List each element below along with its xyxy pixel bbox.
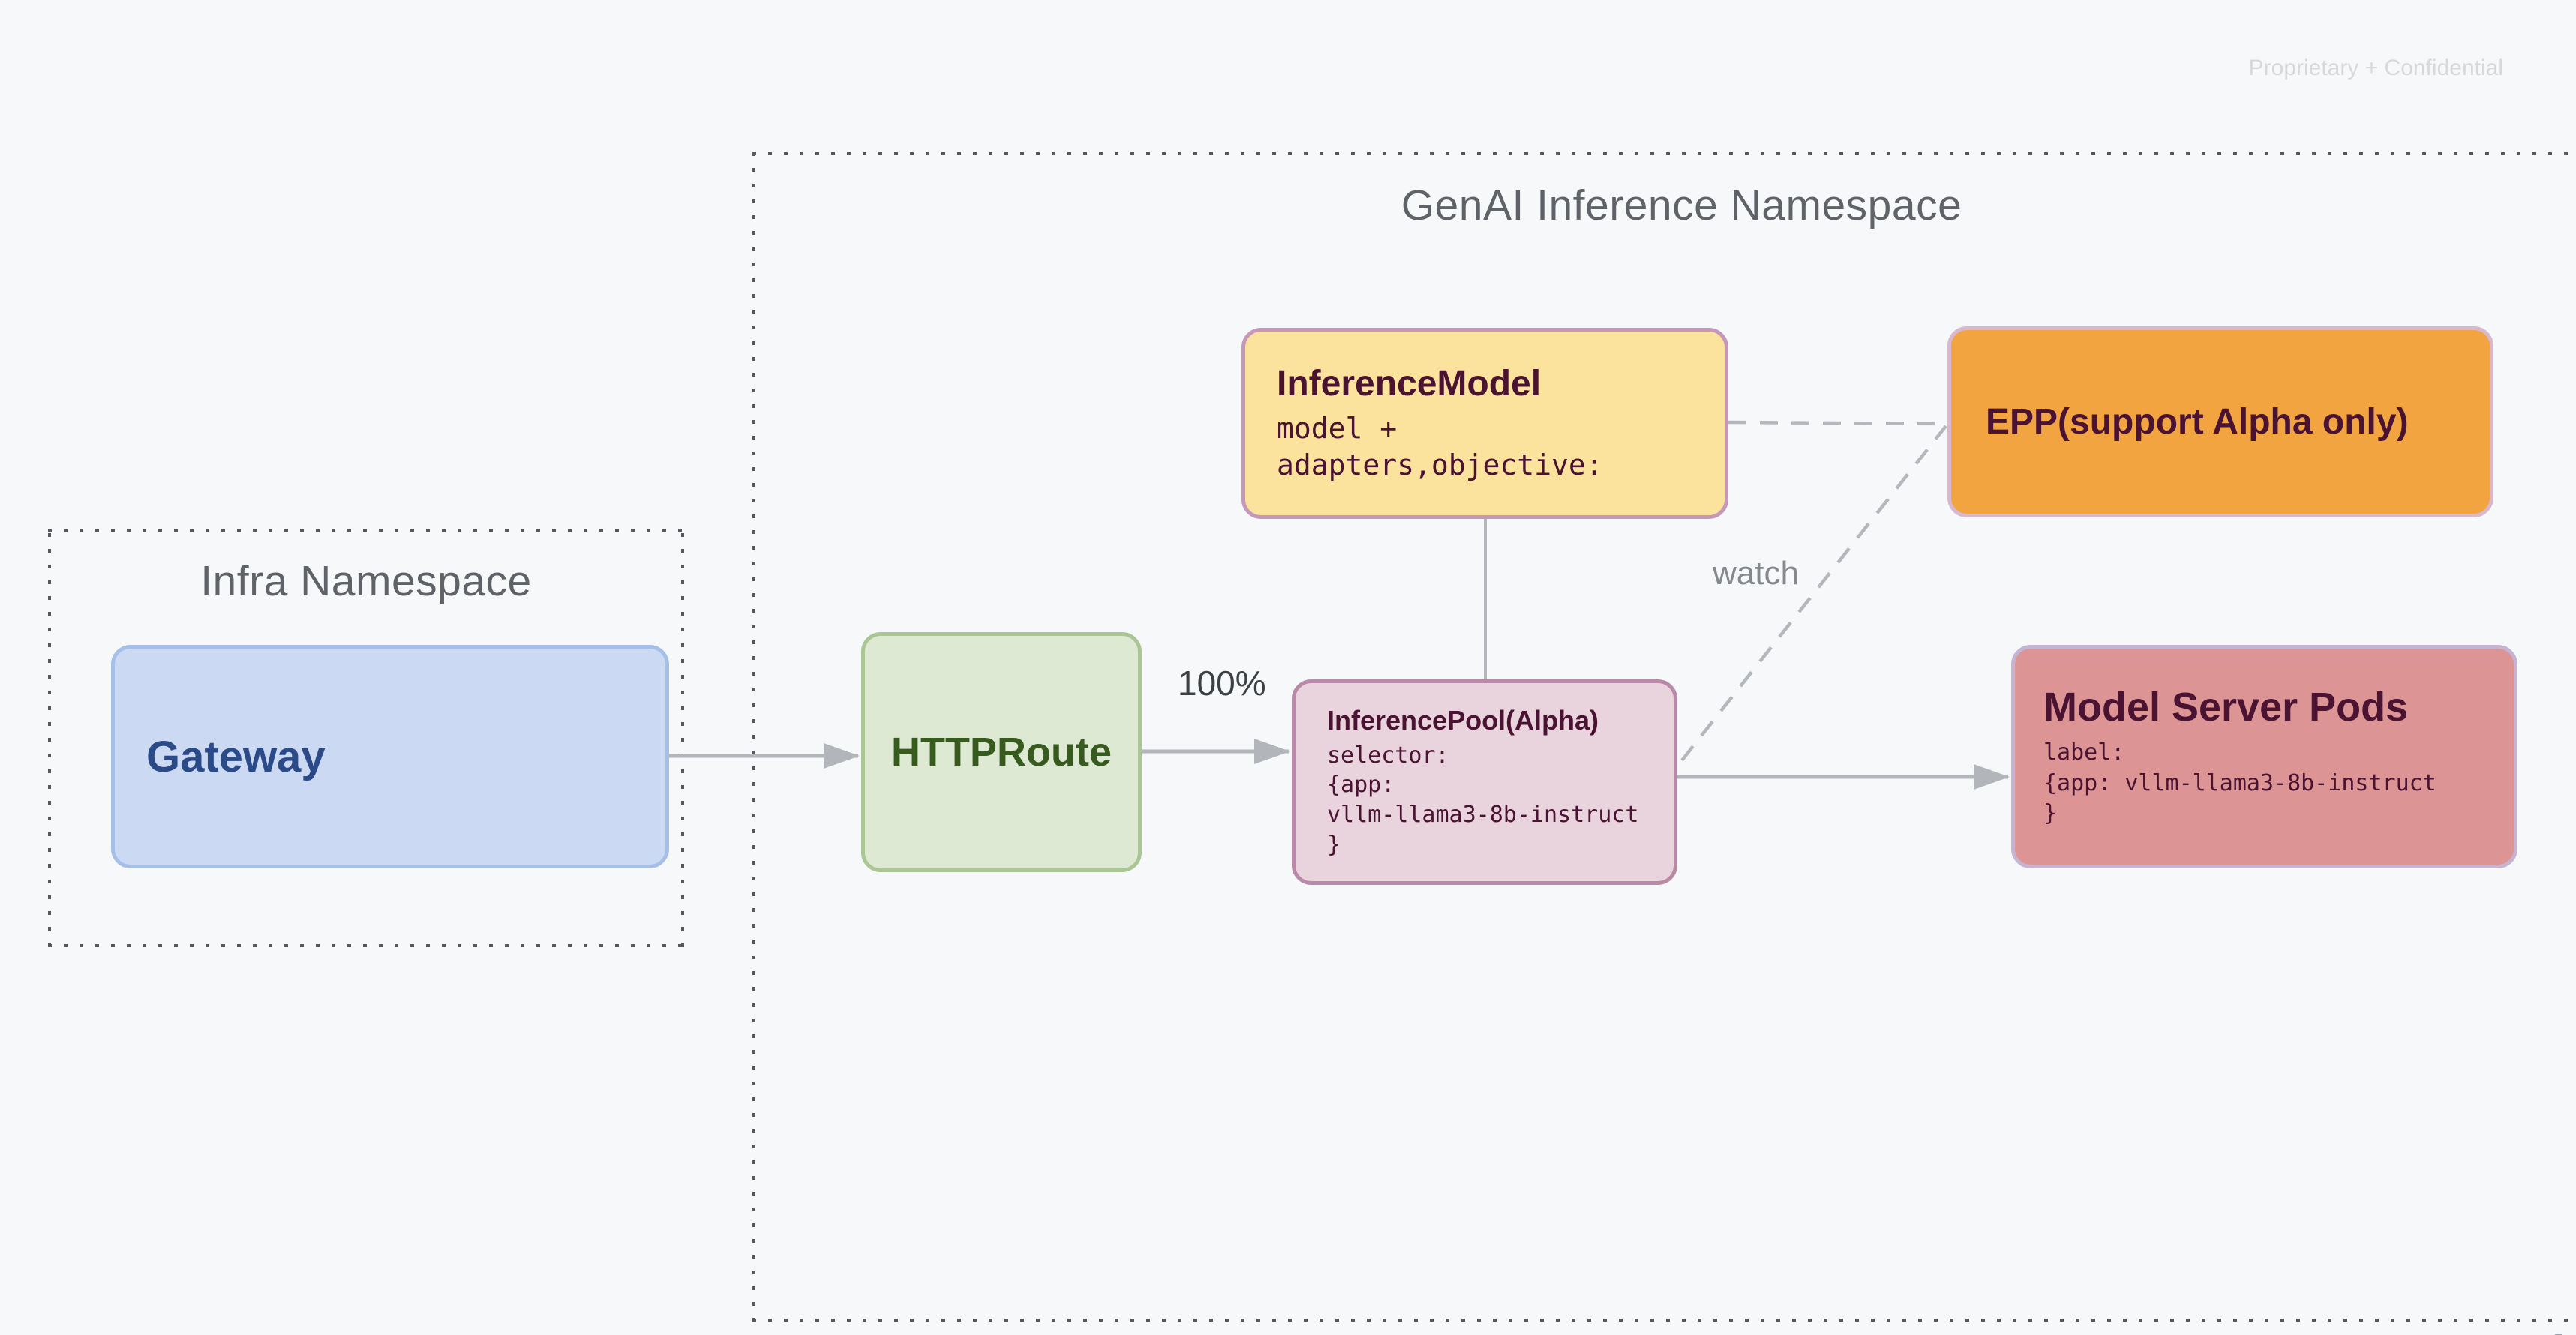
inference-model-code-line: model + — [1277, 412, 1398, 446]
inference-pool-code-line: } — [1327, 831, 1341, 858]
httproute-node: HTTPRoute — [861, 632, 1142, 872]
httproute-label: HTTPRoute — [891, 730, 1112, 775]
inference-pool-node: InferencePool(Alpha) selector: {app: vll… — [1292, 680, 1677, 885]
gateway-label: Gateway — [146, 732, 326, 782]
inference-model-code-line: adapters,objective: — [1277, 448, 1603, 482]
model-server-pods-code-line: label: — [2043, 740, 2125, 766]
inference-model-node: InferenceModel model + adapters,objectiv… — [1241, 328, 1728, 519]
inference-pool-code-line: {app: — [1327, 772, 1395, 799]
confidential-note: Proprietary + Confidential — [2248, 56, 2503, 80]
inference-pool-title: InferencePool(Alpha) — [1327, 704, 1599, 736]
model-server-pods-code-line: {app: vllm-llama3-8b-instruct — [2043, 770, 2436, 796]
genai-namespace-title: GenAI Inference Namespace — [1401, 182, 1962, 230]
model-server-pods-title: Model Server Pods — [2043, 685, 2409, 730]
inference-pool-code-line: vllm-llama3-8b-instruct — [1327, 802, 1639, 828]
epp-label: EPP(support Alpha only) — [1986, 402, 2409, 442]
watch-label: watch — [1713, 555, 1799, 592]
gateway-node: Gateway — [111, 645, 669, 868]
infra-namespace-title: Infra Namespace — [200, 557, 532, 605]
google-watermark: Google — [2404, 1324, 2576, 1335]
inference-pool-code-line: selector: — [1327, 742, 1449, 769]
model-server-pods-code-line: } — [2043, 800, 2058, 827]
inference-model-title: InferenceModel — [1277, 364, 1542, 404]
route-weight-label: 100% — [1178, 664, 1266, 703]
model-server-pods-node: Model Server Pods label: {app: vllm-llam… — [2011, 645, 2517, 868]
epp-node: EPP(support Alpha only) — [1947, 326, 2493, 518]
